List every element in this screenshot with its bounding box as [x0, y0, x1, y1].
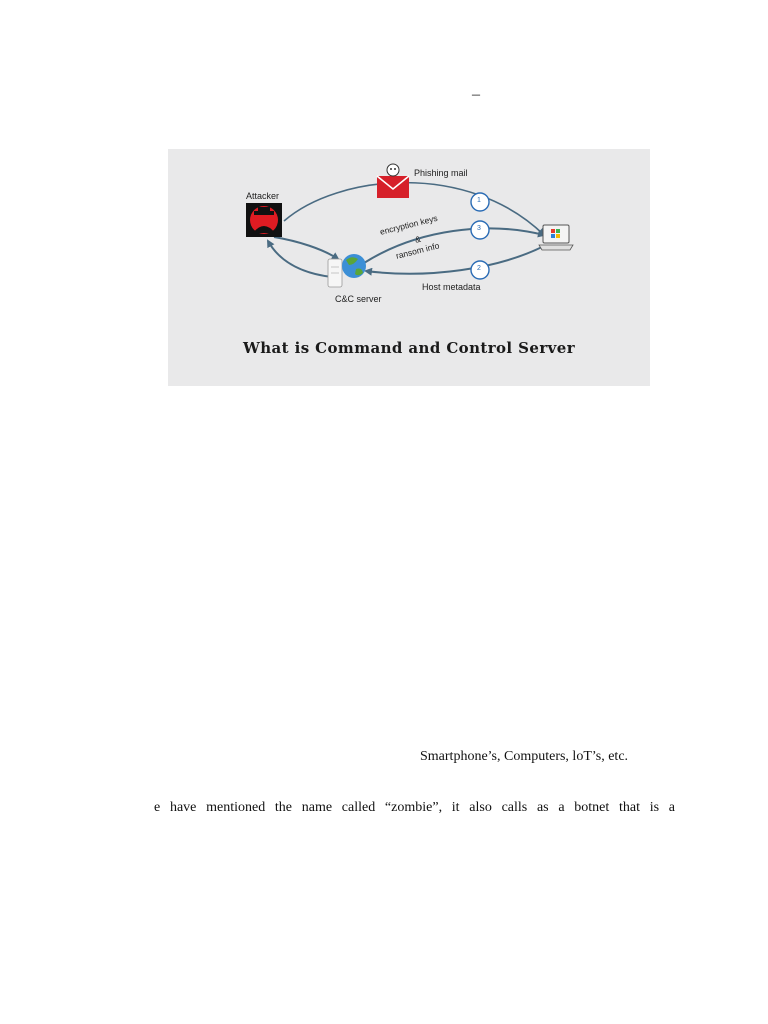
attacker-to-server-arrow: [273, 236, 340, 261]
body-text-line-2: e have mentioned the name called “zombie…: [154, 800, 675, 815]
c2-diagram-figure: Attacker Phishing mail C&C server Host m…: [168, 149, 650, 386]
phishing-mail-icon: [376, 163, 410, 198]
server-to-attacker-arrow: [267, 239, 333, 278]
phishing-mail-label: Phishing mail: [414, 168, 468, 178]
attacker-icon: [246, 203, 282, 237]
step3-number: 3: [477, 225, 481, 232]
step1-circle: [470, 192, 490, 212]
keys-arrow: [363, 227, 546, 264]
figure-caption: What is Command and Control Server: [243, 339, 575, 357]
step3-circle: [470, 220, 490, 240]
body-text-line-1: Smartphone’s, Computers, loT’s, etc.: [420, 749, 629, 764]
step2-circle: [470, 260, 490, 280]
top-dash-mark: –: [472, 86, 480, 103]
c2-diagram-graphic: [246, 163, 574, 288]
cc-server-label: C&C server: [335, 294, 382, 304]
attacker-label: Attacker: [246, 191, 280, 201]
server-icon: [327, 258, 343, 288]
laptop-icon: [538, 224, 574, 251]
host-metadata-label: Host metadata: [422, 282, 481, 292]
step1-number: 1: [477, 197, 481, 204]
metadata-arrow: [364, 245, 545, 276]
globe-icon: [342, 254, 366, 278]
step2-number: 2: [477, 265, 481, 272]
